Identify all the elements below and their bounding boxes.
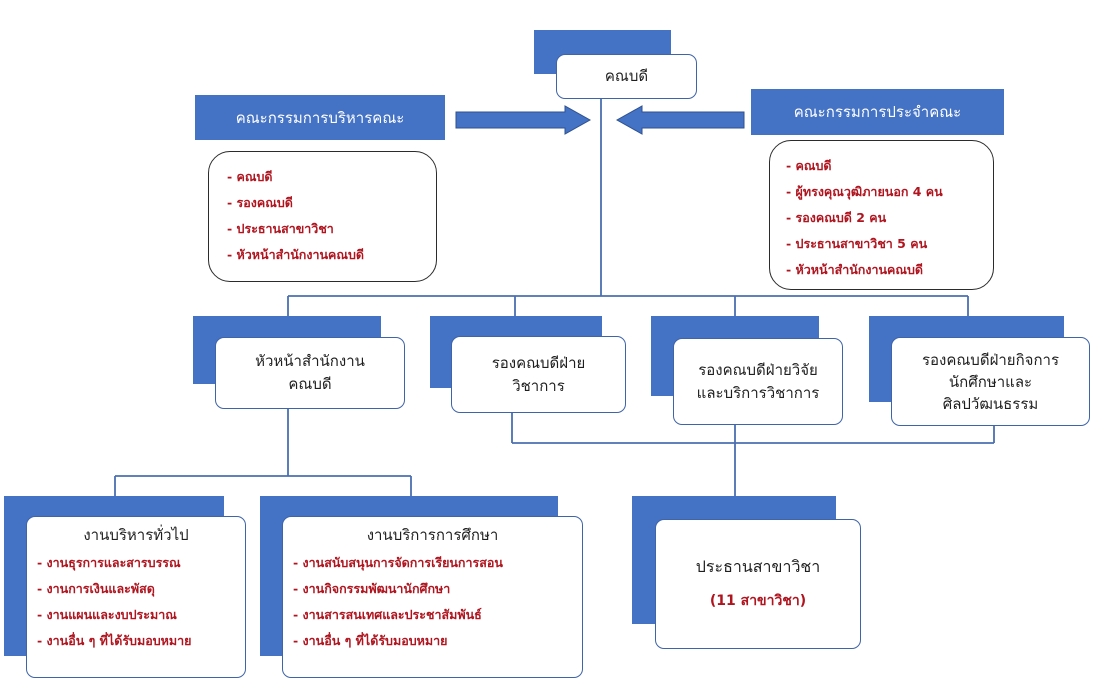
- office-head-line: หัวหน้าสำนักงาน: [255, 352, 365, 370]
- faculty-committee-members: - คณบดี - ผู้ทรงคุณวุฒิภายนอก 4 คน - รอง…: [769, 140, 994, 290]
- executive-committee-title: คณะกรรมการบริหารคณะ: [235, 108, 405, 127]
- faculty-committee-header: คณะกรรมการประจำคณะ: [751, 89, 1004, 135]
- dean-label: คณบดี: [604, 67, 649, 85]
- dean-box: คณบดี: [556, 54, 697, 99]
- office-head-line: คณบดี: [288, 375, 332, 393]
- task-item: - งานอื่น ๆ ที่ได้รับมอบหมาย: [37, 633, 192, 648]
- task-item: - งานอื่น ๆ ที่ได้รับมอบหมาย: [293, 633, 448, 648]
- member-item: - คณบดี: [786, 158, 832, 173]
- vp-academic-line: วิชาการ: [512, 376, 565, 395]
- executive-committee-members: - คณบดี - รองคณบดี - ประธานสาขาวิชา - หั…: [208, 151, 437, 282]
- executive-committee-header: คณะกรรมการบริหารคณะ: [195, 95, 445, 140]
- task-item: - งานแผนและงบประมาณ: [37, 607, 177, 622]
- task-item: - งานสารสนเทศและประชาสัมพันธ์: [293, 607, 482, 622]
- general-admin-title: งานบริหารทั่วไป: [83, 526, 189, 544]
- education-services-title: งานบริการการศึกษา: [366, 526, 499, 544]
- vp-student-line: นักศึกษาและ: [948, 372, 1033, 391]
- member-item: - ประธานสาขาวิชา: [227, 221, 334, 236]
- member-item: - ประธานสาขาวิชา 5 คน: [786, 236, 928, 251]
- education-services-box: งานบริการการศึกษา - งานสนับสนุนการจัดการ…: [282, 516, 583, 678]
- vp-research-box: รองคณบดีฝ่ายวิจัย และบริการวิชาการ: [673, 338, 843, 425]
- general-admin-box: งานบริหารทั่วไป - งานธุรการและสารบรรณ - …: [26, 516, 246, 678]
- office-head-box: หัวหน้าสำนักงาน คณบดี: [215, 337, 405, 409]
- task-item: - งานธุรการและสารบรรณ: [37, 555, 181, 570]
- task-item: - งานการเงินและพัสดุ: [37, 581, 155, 596]
- program-chairs-box: ประธานสาขาวิชา (11 สาขาวิชา): [655, 519, 861, 649]
- vp-academic-box: รองคณบดีฝ่าย วิชาการ: [451, 336, 626, 413]
- member-item: - รองคณบดี: [227, 195, 293, 210]
- member-item: - คณบดี: [227, 169, 273, 184]
- left-arrow: [455, 105, 592, 135]
- right-arrow: [615, 105, 745, 135]
- vp-research-line: รองคณบดีฝ่ายวิจัย: [698, 360, 818, 379]
- vp-research-line: และบริการวิชาการ: [696, 383, 820, 402]
- program-chairs-count: (11 สาขาวิชา): [709, 593, 807, 609]
- vp-student-line: รองคณบดีฝ่ายกิจการ: [921, 350, 1060, 369]
- task-item: - งานกิจกรรมพัฒนานักศึกษา: [293, 581, 451, 596]
- vp-student-line: ศิลปวัฒนธรรม: [942, 394, 1039, 413]
- task-item: - งานสนับสนุนการจัดการเรียนการสอน: [293, 555, 503, 570]
- member-item: - ผู้ทรงคุณวุฒิภายนอก 4 คน: [786, 184, 943, 199]
- member-item: - หัวหน้าสำนักงานคณบดี: [786, 262, 924, 277]
- faculty-committee-title: คณะกรรมการประจำคณะ: [793, 103, 962, 121]
- program-chairs-title: ประธานสาขาวิชา: [695, 557, 821, 576]
- vp-academic-line: รองคณบดีฝ่าย: [491, 353, 586, 372]
- vp-student-box: รองคณบดีฝ่ายกิจการ นักศึกษาและ ศิลปวัฒนธ…: [891, 337, 1090, 426]
- member-item: - หัวหน้าสำนักงานคณบดี: [227, 247, 365, 262]
- member-item: - รองคณบดี 2 คน: [786, 210, 887, 225]
